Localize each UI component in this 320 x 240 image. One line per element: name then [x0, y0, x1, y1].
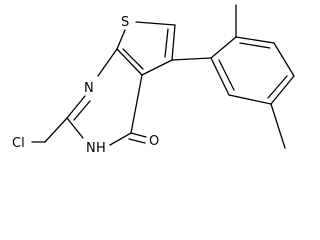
bond-c7a-n1 — [97, 48, 118, 77]
bond-ar6-ar1 — [210, 57, 230, 96]
bond-c2-ch2 — [44, 117, 68, 143]
bond-n1-c2-double — [73, 100, 91, 121]
bond-c2-n3 — [66, 117, 84, 139]
bond-n1-c2 — [66, 95, 86, 119]
bond-n3-c4 — [109, 132, 132, 146]
bond-ar1-ar2 — [210, 36, 237, 59]
molecule-structure: S N N H O Cl — [12, 4, 295, 156]
bond-c4-o — [130, 132, 147, 138]
bond-s-c7a — [116, 29, 126, 50]
bond-c5-aryl — [171, 57, 212, 61]
atom-sulfur: S — [121, 15, 129, 30]
atom-nitrogen-h: N — [86, 141, 96, 156]
bond-ar2-ar3 — [235, 36, 275, 44]
bond-ar3-ar4 — [273, 42, 295, 77]
bond-c7a-c4a-double — [122, 48, 144, 70]
bond-ar4-ar5-double — [267, 75, 288, 99]
atom-oxygen: O — [149, 134, 159, 149]
bond-s-c6 — [135, 21, 176, 26]
bond-c6-c5 — [171, 24, 176, 61]
atom-chlorine: Cl — [12, 136, 25, 151]
bond-c5-c4a — [141, 59, 173, 76]
bond-ar4-ar5 — [270, 75, 295, 105]
bond-ar5-ar6 — [228, 94, 272, 105]
bond-c7a-c4a — [116, 48, 143, 76]
bond-ar6-ar1-double — [218, 59, 235, 91]
bond-ar5-methyl — [270, 103, 286, 149]
atom-nitrogen-top: N — [84, 81, 94, 96]
structure-canvas: S N N H O Cl — [12, 4, 295, 156]
bond-c6-c5-double — [164, 28, 169, 58]
bond-c4-o-double — [128, 138, 146, 144]
bond-ar2-ar3-double — [239, 42, 271, 49]
bond-c4-c4a — [130, 74, 143, 134]
atom-hydrogen: H — [96, 141, 106, 156]
